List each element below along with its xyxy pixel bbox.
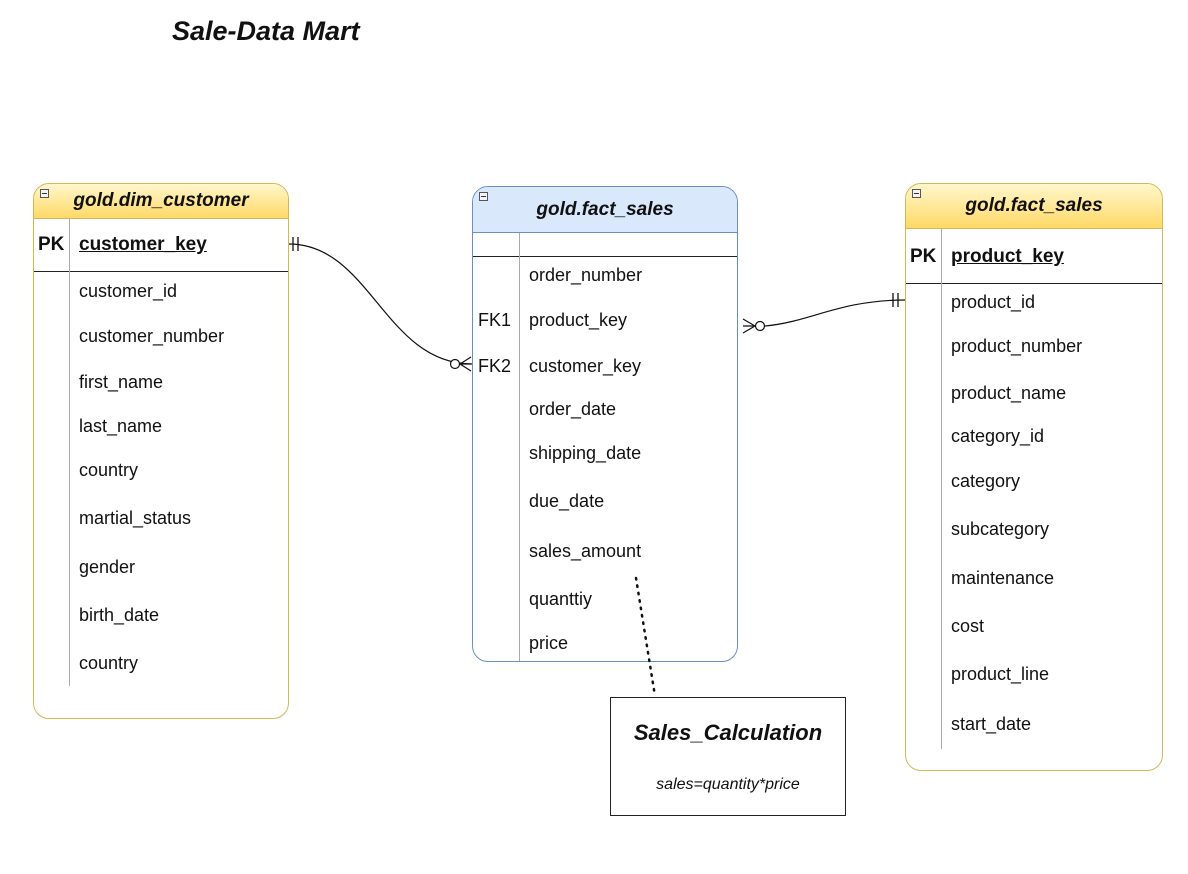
diagram-title: Sale-Data Mart	[172, 16, 360, 46]
field-row[interactable]: due_date	[529, 491, 605, 511]
customer-relationship-line	[288, 243, 473, 365]
pk-field: product_key	[951, 246, 1064, 267]
field-row[interactable]: sales_amount	[529, 541, 642, 561]
field-row[interactable]: gender	[79, 557, 136, 577]
dim-customer-title: gold.dim_customer	[73, 190, 249, 211]
field-row[interactable]: first_name	[79, 372, 164, 392]
field-row[interactable]: shipping_date	[529, 443, 642, 463]
pk-separator	[34, 271, 288, 272]
field-row[interactable]: country	[79, 460, 139, 480]
field-row[interactable]: birth_date	[79, 605, 160, 625]
pk-separator	[473, 256, 737, 257]
field-row[interactable]: subcategory	[951, 519, 1050, 539]
collapse-icon[interactable]	[912, 189, 921, 198]
field-row[interactable]: product_line	[951, 664, 1050, 684]
pk-label: PK	[38, 234, 65, 255]
product-relationship-line	[764, 299, 906, 327]
field-row[interactable]: category_id	[951, 426, 1045, 446]
field-row[interactable]: customer_id	[79, 281, 178, 301]
field-row[interactable]: category	[951, 471, 1021, 491]
fact-sales-title: gold.fact_sales	[536, 198, 674, 220]
field-row[interactable]: product_key	[529, 310, 628, 330]
pk-field: customer_key	[79, 234, 207, 255]
field-row[interactable]: last_name	[79, 416, 163, 436]
dim-product-title: gold.fact_sales	[965, 195, 1103, 216]
column-divider	[941, 229, 942, 749]
field-row[interactable]: maintenance	[951, 568, 1055, 588]
sales-calculation-note[interactable]: Sales_Calculation sales=quantity*price	[610, 697, 846, 816]
dim-customer-header[interactable]: gold.dim_customer	[34, 184, 288, 219]
zero-or-many-circle	[449, 358, 461, 370]
field-row[interactable]: order_number	[529, 265, 643, 285]
fact-sales-table[interactable]: gold.fact_sales FK1 FK2 order_number pro…	[472, 186, 738, 662]
field-row[interactable]: quanttiy	[529, 589, 593, 609]
note-title: Sales_Calculation	[633, 720, 823, 745]
pk-label: PK	[910, 246, 937, 267]
field-row[interactable]: country	[79, 653, 139, 673]
field-row[interactable]: product_id	[951, 292, 1036, 312]
crows-foot-icon	[459, 356, 472, 372]
collapse-icon[interactable]	[479, 192, 488, 201]
fact-sales-header[interactable]: gold.fact_sales	[473, 187, 737, 233]
field-row[interactable]: product_name	[951, 383, 1067, 403]
field-row[interactable]: cost	[951, 616, 985, 636]
fk2-label: FK2	[478, 356, 512, 376]
field-row[interactable]: order_date	[529, 399, 617, 419]
fk1-label: FK1	[478, 310, 512, 330]
field-row[interactable]: product_number	[951, 336, 1083, 356]
dim-customer-table[interactable]: gold.dim_customer PK customer_key custom…	[33, 183, 289, 719]
field-row[interactable]: customer_number	[79, 326, 225, 346]
column-divider	[69, 219, 70, 686]
crows-foot-icon	[742, 318, 756, 334]
field-row[interactable]: price	[529, 633, 569, 653]
zero-or-many-circle	[754, 320, 766, 332]
field-row[interactable]: customer_key	[529, 356, 642, 376]
note-formula: sales=quantity*price	[656, 776, 800, 793]
field-row[interactable]: start_date	[951, 714, 1032, 734]
collapse-icon[interactable]	[40, 189, 49, 198]
column-divider	[519, 233, 520, 661]
dim-product-header[interactable]: gold.fact_sales	[906, 184, 1162, 229]
field-row[interactable]: martial_status	[79, 508, 192, 528]
dim-product-table[interactable]: gold.fact_sales PK product_key product_i…	[905, 183, 1163, 771]
pk-separator	[906, 283, 1162, 284]
